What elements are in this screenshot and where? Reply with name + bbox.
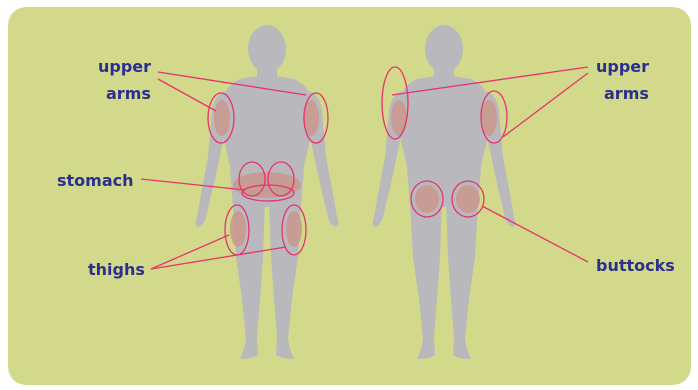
label-stomach: stomach [57, 171, 134, 190]
right-buttock-site [456, 185, 480, 213]
label-buttocks: buttocks [596, 256, 675, 275]
label-back-upper-arms-line1: upper [596, 57, 649, 76]
front-left-upper-arm-site [214, 100, 230, 136]
front-left-thigh-site [230, 211, 246, 247]
left-buttock-site [415, 185, 439, 213]
label-front-upper-arms-line1: upper [98, 57, 151, 76]
label-front-upper-arms-line2: arms [106, 84, 151, 103]
front-right-thigh-site [286, 211, 302, 247]
label-back-upper-arms-line2: arms [604, 84, 649, 103]
back-torso [397, 76, 491, 207]
back-head [425, 25, 463, 73]
label-thighs: thighs [88, 260, 145, 279]
back-left-upper-arm-site [391, 100, 407, 136]
diagram-panel: upper arms stomach thighs upper arms but… [8, 7, 691, 385]
front-head [248, 25, 286, 73]
injection-sites-diagram: upper arms stomach thighs upper arms but… [8, 7, 691, 385]
